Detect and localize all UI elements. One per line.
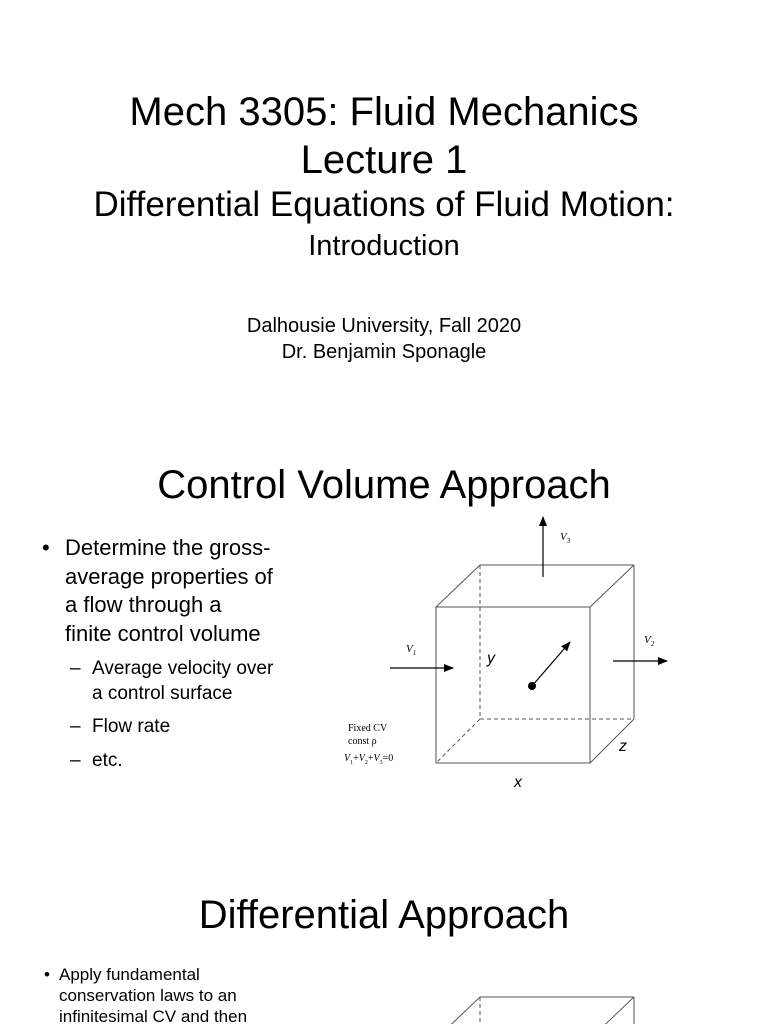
slide-title: Control Volume Approach (157, 463, 611, 507)
mass-balance-equation: V1+V2+V3=0 (344, 753, 393, 766)
bullet-line: Apply fundamental (59, 965, 200, 984)
bullet-list: • Apply fundamental conservation laws to… (44, 964, 284, 1024)
lecture-subtitle-2: Introduction (308, 230, 460, 262)
sub-bullet-line: Average velocity over (92, 658, 274, 679)
v1-label: V1 (406, 643, 416, 657)
sub-bullet-mark: – (70, 658, 81, 679)
bullet-line: average properties of (65, 563, 273, 589)
cube-edge (589, 718, 635, 764)
bullet-list: • Determine the gross- average propertie… (42, 534, 322, 773)
bullet-line: Determine the gross- (65, 535, 271, 560)
differential-approach-slide: Differential Approach • Apply fundamenta… (0, 840, 768, 1024)
sub-bullet-item: – etc. (42, 749, 322, 774)
v2-label: V2 (644, 634, 655, 648)
velocity-arrow (531, 641, 571, 687)
cube-edge (435, 564, 481, 608)
partial-cube-diagram (450, 996, 635, 1024)
fixed-cv-note: Fixed CV (348, 723, 388, 734)
lecture-title: Mech 3305: Fluid Mechanics Lecture 1 (0, 88, 768, 184)
y-axis-label: y (486, 650, 496, 667)
title-slide: Mech 3305: Fluid Mechanics Lecture 1 Dif… (0, 0, 768, 420)
course-title: Mech 3305: Fluid Mechanics (129, 90, 639, 134)
cube-hidden-edge (435, 718, 481, 764)
lecture-number: Lecture 1 (300, 138, 468, 182)
cube-front-face (435, 606, 591, 764)
bullet-mark: • (42, 535, 50, 560)
instructor-name: Dr. Benjamin Sponagle (281, 341, 487, 363)
control-volume-diagram: V3 V1 V2 y z x Fixed CV const ρ V1+V2+V3… (344, 516, 668, 791)
course-info: Dalhousie University, Fall 2020 Dr. Benj… (0, 313, 768, 365)
bullet-item: • Apply fundamental conservation laws to… (44, 964, 284, 1024)
bullet-mark: • (44, 965, 50, 984)
z-axis-label: z (618, 738, 627, 755)
institution-text: Dalhousie University, Fall 2020 (246, 315, 522, 337)
bullet-line: finite control volume (65, 620, 261, 646)
bullet-line: infinitesimal CV and then (59, 1007, 248, 1024)
v3-label: V3 (560, 531, 571, 545)
bullet-line: conservation laws to an (59, 986, 237, 1005)
cube-edge (589, 564, 635, 608)
bullet-line: a flow through a (65, 592, 222, 617)
const-rho-note: const ρ (348, 736, 377, 747)
sub-bullet-item: – Flow rate (42, 715, 322, 740)
sub-bullet-line: a control surface (92, 682, 233, 704)
slide-title: Differential Approach (198, 893, 570, 937)
sub-bullet-line: etc. (92, 749, 123, 771)
sub-bullet-mark: – (70, 716, 81, 737)
sub-bullet-line: Flow rate (92, 716, 171, 737)
x-axis-label: x (513, 774, 523, 791)
control-volume-slide: Control Volume Approach • Determine the … (0, 420, 768, 840)
sub-bullet-item: – Average velocity over a control surfac… (42, 657, 322, 706)
cube-edge (604, 996, 635, 1024)
sub-bullet-mark: – (70, 749, 81, 771)
cube-edge (450, 996, 481, 1024)
bullet-item: • Determine the gross- average propertie… (42, 534, 322, 648)
lecture-subtitle: Differential Equations of Fluid Motion: (93, 185, 675, 224)
